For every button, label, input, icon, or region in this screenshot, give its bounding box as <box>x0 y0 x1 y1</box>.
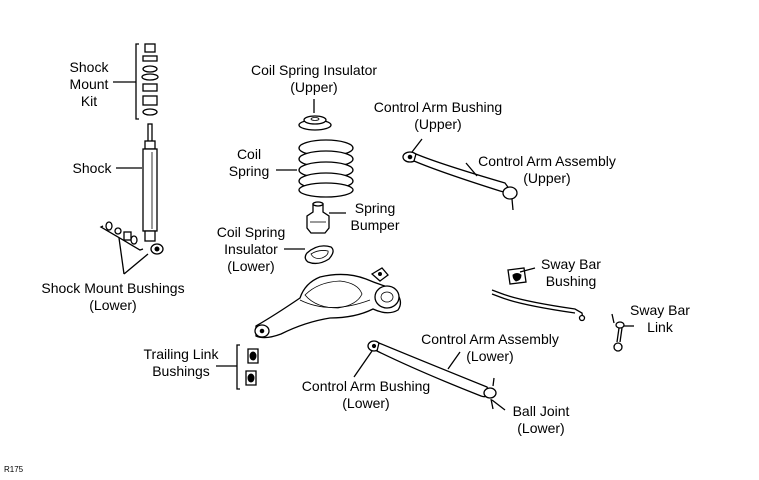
label-control-arm-assembly-upper: Control Arm Assembly (Upper) <box>478 153 616 186</box>
label-coil-spring-insulator-upper: Coil Spring Insulator (Upper) <box>250 62 378 95</box>
sway-bar <box>491 289 586 322</box>
control-arm-assembly-lower-leader <box>447 351 461 370</box>
shock-absorber <box>142 123 164 255</box>
control-arm-bushing-upper-leader <box>411 138 423 153</box>
figure-code: R175 <box>4 465 24 474</box>
label-spring-bumper: Spring Bumper <box>350 200 400 233</box>
coil-spring-insulator-lower <box>304 245 334 265</box>
label-shock-mount-bushings: Shock Mount Bushings (Lower) <box>41 280 185 313</box>
label-shock-mount-kit: Shock Mount Kit <box>69 59 109 109</box>
label-sway-bar-bushing: Sway Bar Bushing <box>541 256 601 289</box>
label-control-arm-bushing-upper: Control Arm Bushing (Upper) <box>373 99 503 132</box>
label-control-arm-bushing-lower: Control Arm Bushing (Lower) <box>301 378 431 411</box>
label-ball-joint-lower: Ball Joint (Lower) <box>512 403 570 436</box>
label-coil-spring: Coil Spring <box>228 146 270 179</box>
label-trailing-link-bushings: Trailing Link Bushings <box>143 346 219 379</box>
control-arm-assembly-lower <box>367 340 497 410</box>
trailing-arm <box>254 267 402 339</box>
shock-mount-kit-bracket <box>113 43 139 120</box>
coil-spring <box>298 139 354 198</box>
sway-bar-bushing-leader <box>519 267 536 273</box>
label-control-arm-assembly-lower: Control Arm Assembly (Lower) <box>421 331 559 364</box>
shock-mount-kit-parts <box>141 43 159 116</box>
spring-bumper <box>306 201 330 234</box>
control-arm-bushing-lower-leader <box>353 350 373 378</box>
ball-joint-lower-leader <box>491 399 506 411</box>
label-sway-bar-link: Sway Bar Link <box>630 302 690 335</box>
sway-bar-bushing-part <box>507 267 527 285</box>
trailing-link-bushings-parts <box>216 344 259 390</box>
shock-mount-bushings-parts <box>99 221 149 275</box>
coil-spring-insulator-upper <box>298 115 332 131</box>
sway-bar-link-part <box>611 313 625 352</box>
control-arm-assembly-upper <box>402 151 518 211</box>
control-arm-assembly-upper-leader <box>465 162 478 177</box>
label-coil-spring-insulator-lower: Coil Spring Insulator (Lower) <box>216 224 286 274</box>
label-shock: Shock <box>72 160 112 176</box>
